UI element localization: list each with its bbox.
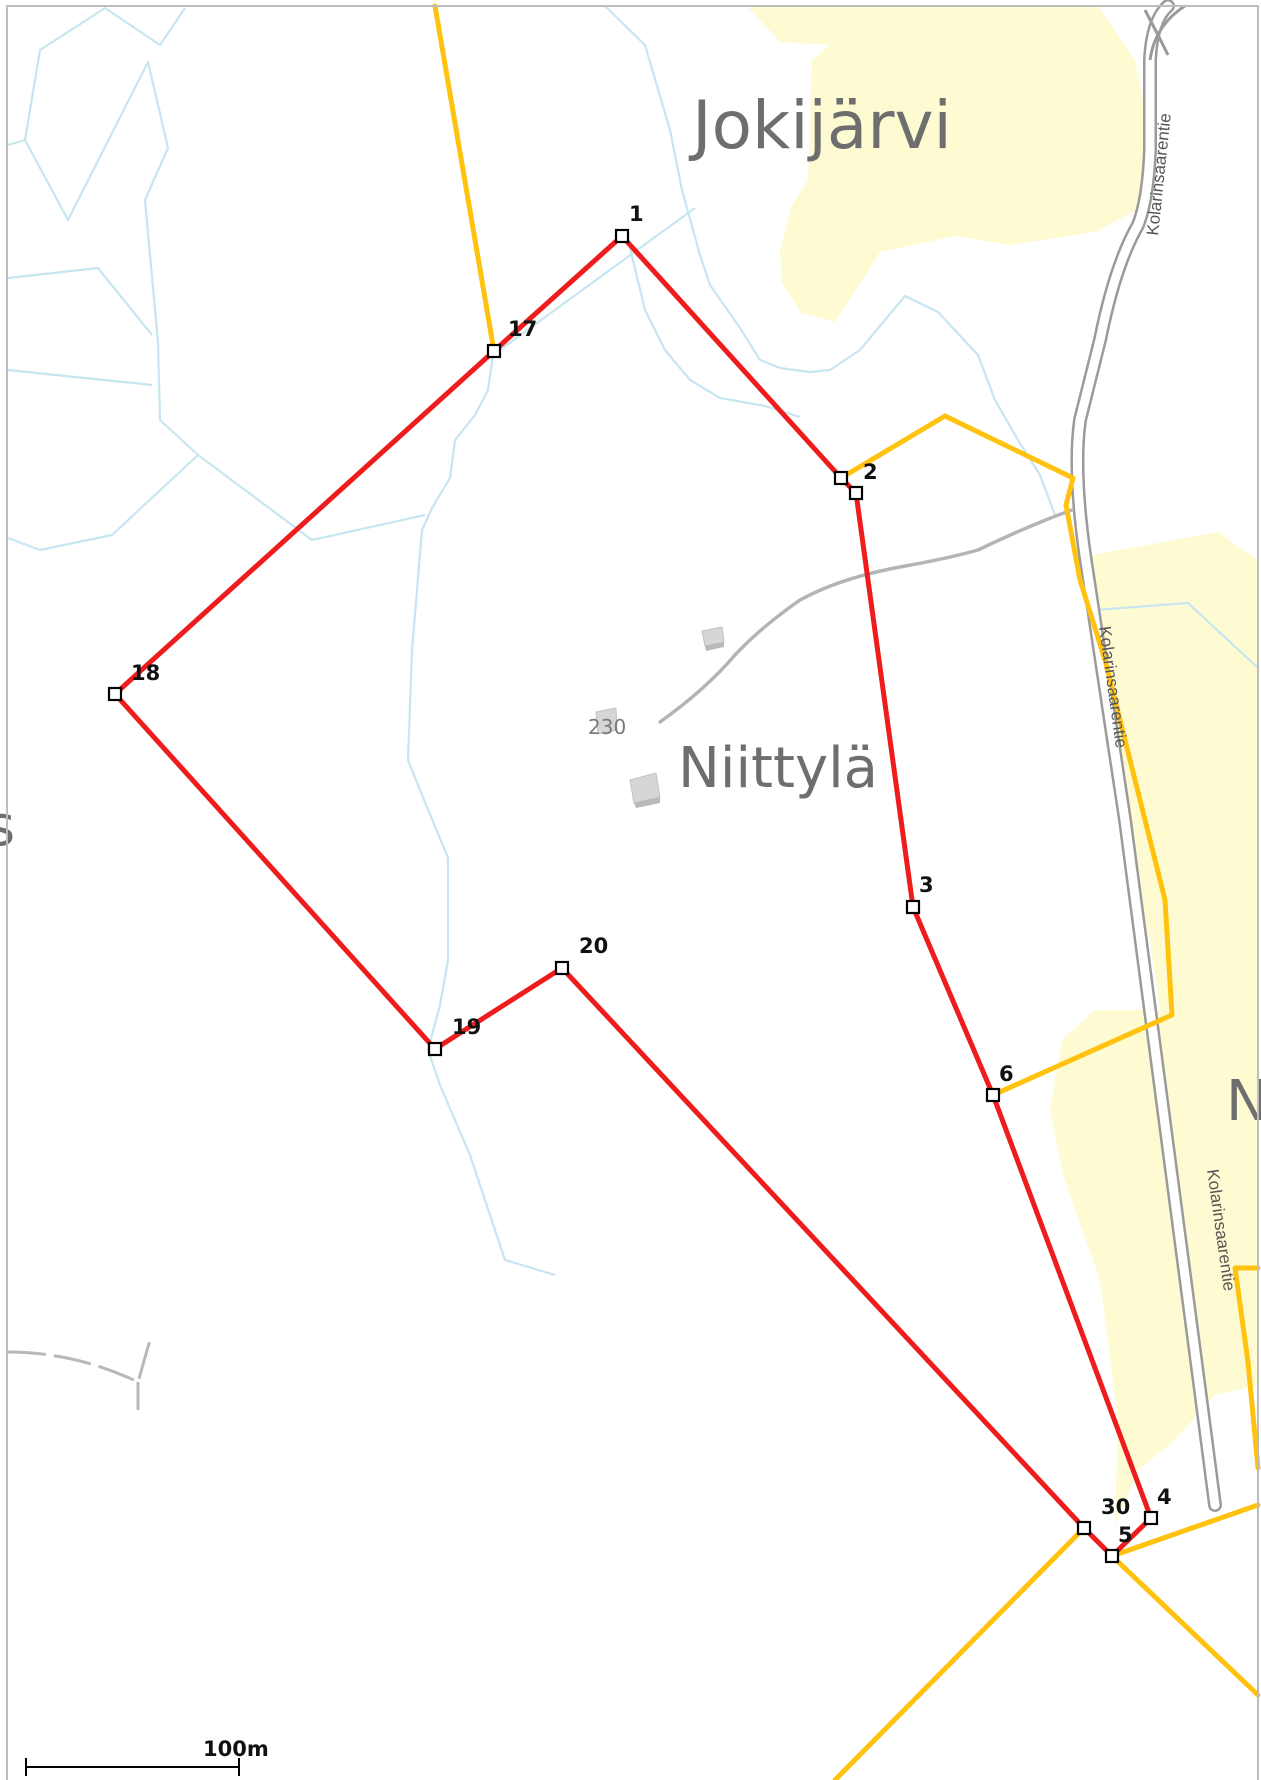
marker-20[interactable] (554, 960, 570, 976)
marker-4[interactable] (1143, 1510, 1159, 1526)
place-label-jokijarvi: Jokijärvi (688, 87, 952, 164)
scale-bar-label: 100m (203, 1737, 269, 1761)
scale-bar (25, 1758, 240, 1776)
field-area-north (747, 6, 1148, 322)
point-label-4: 4 (1157, 1485, 1172, 1509)
road-access-track (658, 508, 1074, 724)
place-label-niittyla: Niittylä (678, 736, 878, 801)
map-border (6, 5, 1259, 1780)
point-label-5: 5 (1118, 1523, 1133, 1547)
boundary-markers (107, 228, 1159, 1564)
building-small (701, 626, 725, 651)
marker-18[interactable] (107, 686, 123, 702)
point-label-17: 17 (508, 317, 537, 341)
point-label-20: 20 (579, 934, 608, 958)
road-dashed-track (7, 1339, 152, 1410)
point-label-1: 1 (629, 202, 644, 226)
marker-17[interactable] (486, 343, 502, 359)
marker-5[interactable] (1104, 1548, 1120, 1564)
building-large (629, 772, 661, 808)
point-label-2: 2 (863, 460, 878, 484)
point-label-18: 18 (131, 661, 160, 685)
stream-lines (7, 5, 1259, 1277)
place-label-partial-right: N (1226, 1069, 1261, 1134)
marker-2a[interactable] (833, 470, 849, 486)
road-kolarinsaarentie (1070, 0, 1222, 1512)
marker-3[interactable] (905, 899, 921, 915)
point-label-6: 6 (999, 1062, 1014, 1086)
building-230 (595, 707, 618, 735)
point-label-3: 3 (919, 873, 934, 897)
point-label-19: 19 (452, 1015, 481, 1039)
marker-2b[interactable] (848, 485, 864, 501)
buildings (595, 626, 725, 808)
point-labels: 1 17 2 18 3 6 20 19 30 4 5 (131, 202, 1172, 1547)
point-label-30: 30 (1101, 1495, 1130, 1519)
marker-19[interactable] (427, 1041, 443, 1057)
marker-6[interactable] (985, 1087, 1001, 1103)
parcel-lines (432, 3, 1261, 1780)
building-number-label: 230 (588, 715, 626, 739)
marker-30[interactable] (1076, 1520, 1092, 1536)
marker-1[interactable] (614, 228, 630, 244)
